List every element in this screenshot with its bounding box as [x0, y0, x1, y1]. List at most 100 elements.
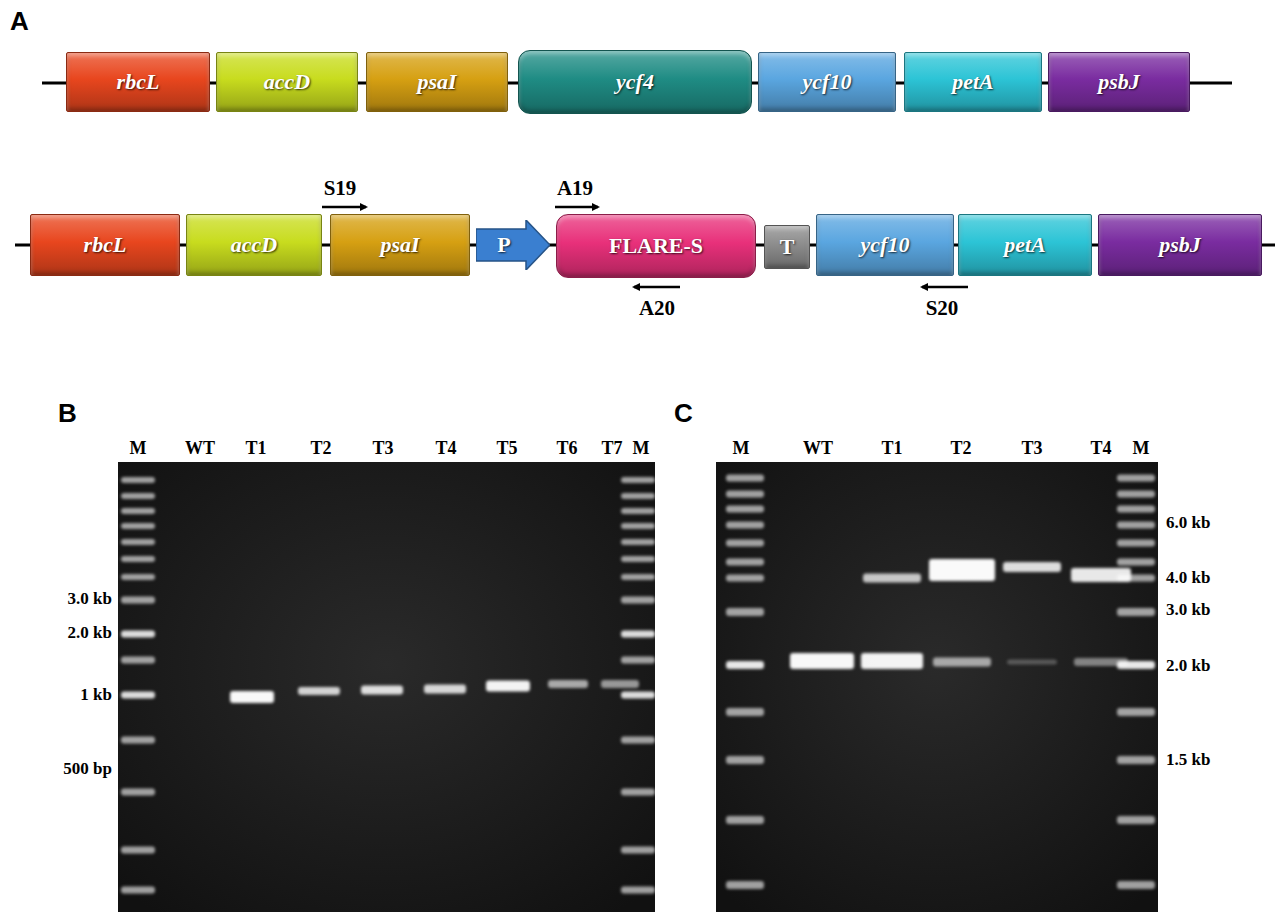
gel-band [1007, 660, 1057, 665]
gel-band [726, 540, 764, 547]
primer-name: S19 [324, 176, 357, 201]
gel-band [621, 477, 655, 483]
gel-band [121, 692, 155, 699]
gel-band [1074, 658, 1128, 666]
gel-band [1117, 756, 1155, 764]
gel-band [621, 692, 655, 699]
gel-band [621, 523, 655, 529]
gel-c [716, 462, 1158, 912]
gel-band [726, 506, 764, 513]
gel-band [621, 508, 655, 514]
gel-band [726, 661, 764, 669]
gel-band [548, 680, 588, 688]
primer-arrow [555, 206, 598, 209]
primer-name: A19 [557, 176, 593, 201]
gel-band [1071, 568, 1131, 582]
gel-band [621, 493, 655, 499]
lane-label: M [130, 438, 147, 459]
gel-band [621, 539, 655, 545]
lane-label: T7 [601, 438, 622, 459]
lane-label: T6 [556, 438, 577, 459]
gel-band [861, 653, 923, 669]
gel-band [121, 631, 155, 638]
gel-band [121, 657, 155, 664]
gene-name: FLARE-S [609, 233, 703, 259]
gel-band [726, 816, 764, 824]
gene-box: accD [216, 52, 358, 112]
gel-band [726, 559, 764, 566]
gene-box: rbcL [30, 214, 180, 276]
gel-band [121, 789, 155, 796]
panel-letter: B [58, 398, 77, 429]
gel-band [121, 847, 155, 854]
gel-band [726, 575, 764, 582]
lane-label: T2 [950, 438, 971, 459]
gel-bands [726, 475, 1155, 890]
gel-band [1117, 708, 1155, 716]
gel-band [621, 789, 655, 796]
lane-label: WT [803, 438, 833, 459]
gene-name: rbcL [84, 232, 127, 258]
lane-label: T3 [372, 438, 393, 459]
gel-band [726, 522, 764, 529]
gene-name: petA [952, 69, 994, 95]
gel-band [726, 881, 764, 889]
gel-band [230, 691, 274, 703]
gene-name: ycf4 [616, 69, 654, 95]
gene-name: psbJ [1159, 232, 1201, 258]
gel-band [1117, 522, 1155, 529]
gel-band [1117, 540, 1155, 547]
gel-band [1117, 475, 1155, 482]
gene-box: rbcL [66, 52, 210, 112]
size-marker: 4.0 kb [1166, 568, 1210, 588]
gene-box: petA [904, 52, 1042, 112]
gene-box: psaI [366, 52, 508, 112]
gel-band [486, 681, 530, 692]
size-marker: 2.0 kb [68, 623, 112, 643]
gel-band [621, 657, 655, 664]
size-marker: 1 kb [80, 685, 112, 705]
gel-band [121, 508, 155, 514]
gel-band [726, 756, 764, 764]
gel-band [121, 574, 155, 580]
lane-label: T4 [1090, 438, 1111, 459]
lane-label: T4 [435, 438, 456, 459]
gel-band [1117, 881, 1155, 889]
gel-band [1117, 816, 1155, 824]
gene-name: accD [231, 232, 277, 258]
gel-band [121, 556, 155, 562]
size-marker: 6.0 kb [1166, 513, 1210, 533]
panel-letter: A [10, 6, 29, 37]
gel-band [121, 477, 155, 483]
lane-label: T1 [881, 438, 902, 459]
gel-band [298, 687, 340, 695]
primer-arrow [634, 286, 680, 289]
gene-name: P [497, 232, 510, 258]
gel-band [1117, 491, 1155, 498]
lane-label: T3 [1021, 438, 1042, 459]
gene-box: ycf10 [758, 52, 896, 112]
gel-b [118, 462, 655, 912]
gel-band [601, 680, 639, 688]
gene-name: T [780, 234, 795, 260]
gel-band [621, 887, 655, 894]
lane-label: M [1133, 438, 1150, 459]
primer-name: S20 [926, 296, 959, 321]
gel-band [621, 737, 655, 744]
size-marker: 2.0 kb [1166, 656, 1210, 676]
gene-name: ycf10 [803, 69, 852, 95]
primer-name: A20 [639, 296, 675, 321]
size-marker: 3.0 kb [1166, 600, 1210, 620]
gel-band [1003, 562, 1061, 572]
gel-band [1117, 506, 1155, 513]
gel-band [121, 523, 155, 529]
gel-band [929, 559, 995, 581]
gel-band [863, 574, 921, 583]
gel-band [726, 491, 764, 498]
lane-label: WT [185, 438, 215, 459]
gel-band [1117, 559, 1155, 566]
gel-band [621, 597, 655, 604]
lane-label: T2 [310, 438, 331, 459]
lane-label: M [633, 438, 650, 459]
